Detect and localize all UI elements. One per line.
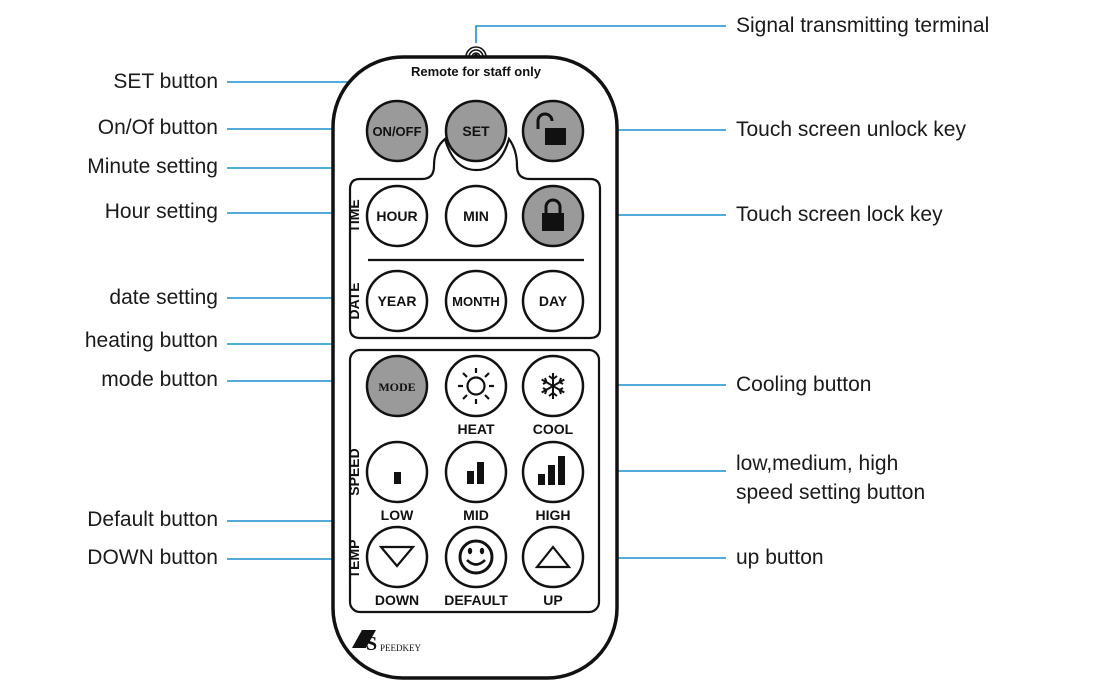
low-speed-button[interactable]: [365, 440, 429, 504]
mid-bars-icon: [467, 462, 484, 484]
callout-up-button: up button: [736, 546, 824, 569]
down-label: DOWN: [375, 592, 419, 608]
min-label: MIN: [463, 208, 489, 224]
group-label-date: DATE: [346, 282, 362, 319]
hour-button[interactable]: HOUR: [365, 184, 429, 248]
lock-icon: [542, 198, 564, 231]
callout-default-button: Default button: [87, 508, 218, 531]
month-button[interactable]: MONTH: [444, 269, 508, 333]
cool-button[interactable]: [521, 354, 585, 418]
time-date-panel: [348, 136, 602, 340]
callout-speed-button: low,medium, high speed setting button: [736, 452, 926, 504]
smiley-icon: [458, 539, 494, 575]
set-button[interactable]: SET: [444, 99, 508, 163]
callout-cooling-button: Cooling button: [736, 373, 872, 396]
high-speed-button[interactable]: [521, 440, 585, 504]
mid-label: MID: [463, 507, 489, 523]
year-label: YEAR: [378, 293, 417, 309]
heat-button[interactable]: [444, 354, 508, 418]
default-label: DEFAULT: [444, 592, 508, 608]
cool-label: COOL: [533, 421, 574, 437]
callout-mode-button: mode button: [101, 368, 218, 391]
group-label-temp: TEMP: [346, 540, 362, 579]
group-label-speed: SPEED: [346, 448, 362, 495]
callout-on-off-button: On/Of button: [97, 116, 218, 139]
day-button[interactable]: DAY: [521, 269, 585, 333]
up-button[interactable]: [521, 525, 585, 589]
callout-down-button: DOWN button: [87, 546, 218, 569]
callout-set-button: SET button: [113, 70, 218, 93]
mid-speed-button[interactable]: [444, 440, 508, 504]
on-off-button[interactable]: ON/OFF: [365, 99, 429, 163]
remote-header: Remote for staff only: [411, 64, 542, 79]
day-label: DAY: [539, 293, 568, 309]
callout-signal-terminal: Signal transmitting terminal: [736, 14, 990, 37]
control-panel: [348, 348, 601, 614]
default-button[interactable]: [444, 525, 508, 589]
on-off-label: ON/OFF: [372, 124, 421, 139]
brand-mark: S: [366, 633, 377, 655]
snowflake-icon: [541, 373, 565, 399]
brand-text: PEEDKEY: [380, 643, 421, 653]
callout-hour-setting: Hour setting: [104, 200, 218, 223]
heat-label: HEAT: [457, 421, 495, 437]
group-label-time: TIME: [346, 199, 362, 232]
down-button[interactable]: [365, 525, 429, 589]
speedkey-logo: S PEEDKEY: [352, 630, 421, 655]
low-bars-icon: [394, 472, 401, 484]
callout-heating-button: heating button: [84, 329, 218, 352]
up-label: UP: [543, 592, 562, 608]
unlock-icon: [536, 112, 566, 145]
down-triangle-icon: [378, 545, 416, 568]
high-label: HIGH: [536, 507, 571, 523]
low-label: LOW: [381, 507, 414, 523]
min-button[interactable]: MIN: [444, 184, 508, 248]
year-button[interactable]: YEAR: [365, 269, 429, 333]
up-triangle-icon: [534, 545, 572, 569]
leader-signal-terminal: [475, 25, 726, 43]
mode-button[interactable]: MODE: [365, 354, 429, 418]
set-label: SET: [462, 123, 490, 139]
callout-lock-key: Touch screen lock key: [736, 203, 943, 226]
high-bars-icon: [538, 456, 565, 485]
sun-icon: [458, 368, 494, 404]
unlock-button[interactable]: [521, 99, 585, 163]
mode-label: MODE: [378, 380, 415, 394]
callout-date-setting: date setting: [109, 286, 218, 309]
callout-minute-setting: Minute setting: [87, 155, 218, 178]
hour-label: HOUR: [376, 208, 417, 224]
callout-unlock-key: Touch screen unlock key: [736, 118, 966, 141]
month-label: MONTH: [452, 294, 500, 309]
lock-button[interactable]: [521, 184, 585, 248]
